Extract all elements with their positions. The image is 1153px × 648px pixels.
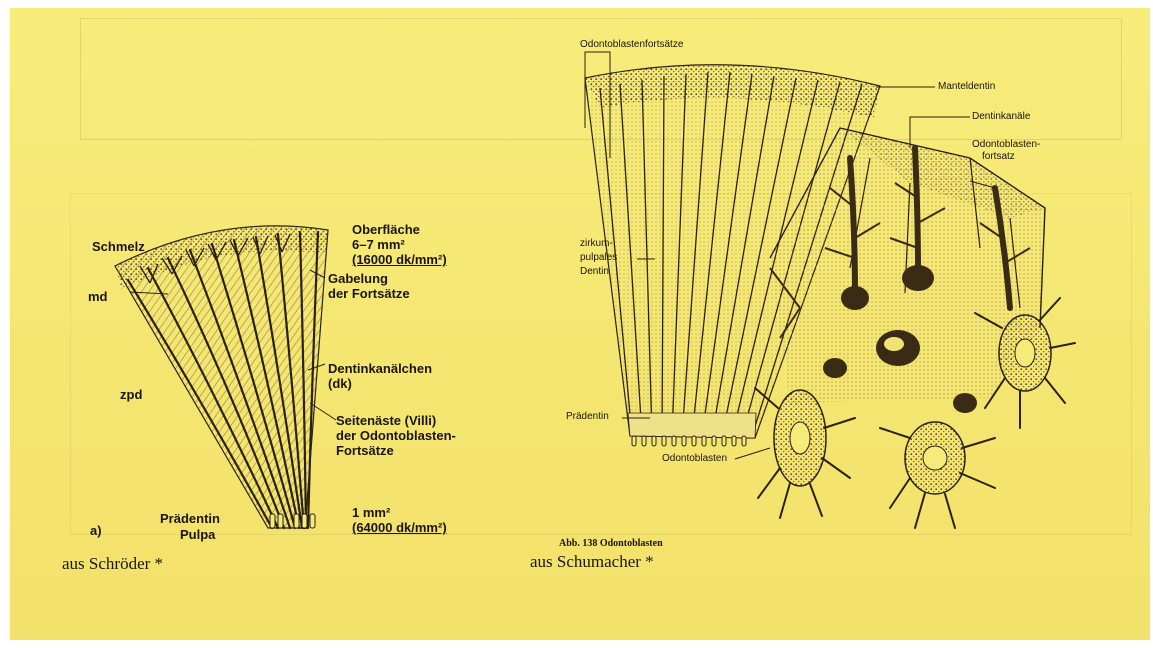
figure-caption: Abb. 138 Odontoblasten [559,538,663,549]
label-manteldentin: Manteldentin [938,81,995,92]
label-dk: (dk) [328,377,352,391]
label-oberflaeche-density: (16000 dk/mm²) [352,253,447,267]
source-right: aus Schumacher * [530,553,654,572]
source-left: aus Schröder * [62,555,163,574]
label-schmelz: Schmelz [92,240,145,254]
scanned-page: Schmelz md zpd a) Prädentin Pulpa Oberfl… [10,8,1150,640]
label-odontoblasten: Odontoblasten [662,453,727,464]
label-zirkum: zirkum- [580,238,613,249]
left-dentin-wedge [115,226,328,528]
label-pulpales: pulpales [580,252,617,263]
label-odontoblastenfortsatz-2: fortsatz [982,151,1015,162]
label-md: md [88,290,108,304]
label-pulpa: Pulpa [180,528,215,542]
label-seitenaeste: Seitenäste (Villi) [336,414,436,428]
label-oberflaeche-area: 6–7 mm² [352,238,405,252]
label-oberflaeche: Oberfläche [352,223,420,237]
label-dentin: Dentin [580,266,609,277]
label-dentinkanaele: Dentinkanäle [972,111,1030,122]
label-praedentin-right: Prädentin [566,411,609,422]
label-1mm: 1 mm² [352,506,390,520]
label-praedentin-left: Prädentin [160,512,220,526]
label-seitenaeste-3: Fortsätze [336,444,394,458]
label-gabelung-2: der Fortsätze [328,287,410,301]
label-odontoblastenfortsatz: Odontoblasten- [972,139,1040,150]
label-odontoblastenfortsaetze: Odontoblastenfortsätze [580,39,683,50]
label-gabelung: Gabelung [328,272,388,286]
label-seitenaeste-2: der Odontoblasten- [336,429,456,443]
label-zpd: zpd [120,388,142,402]
label-dentinkanaelchen: Dentinkanälchen [328,362,432,376]
label-a: a) [90,524,102,538]
label-1mm-density: (64000 dk/mm²) [352,521,447,535]
